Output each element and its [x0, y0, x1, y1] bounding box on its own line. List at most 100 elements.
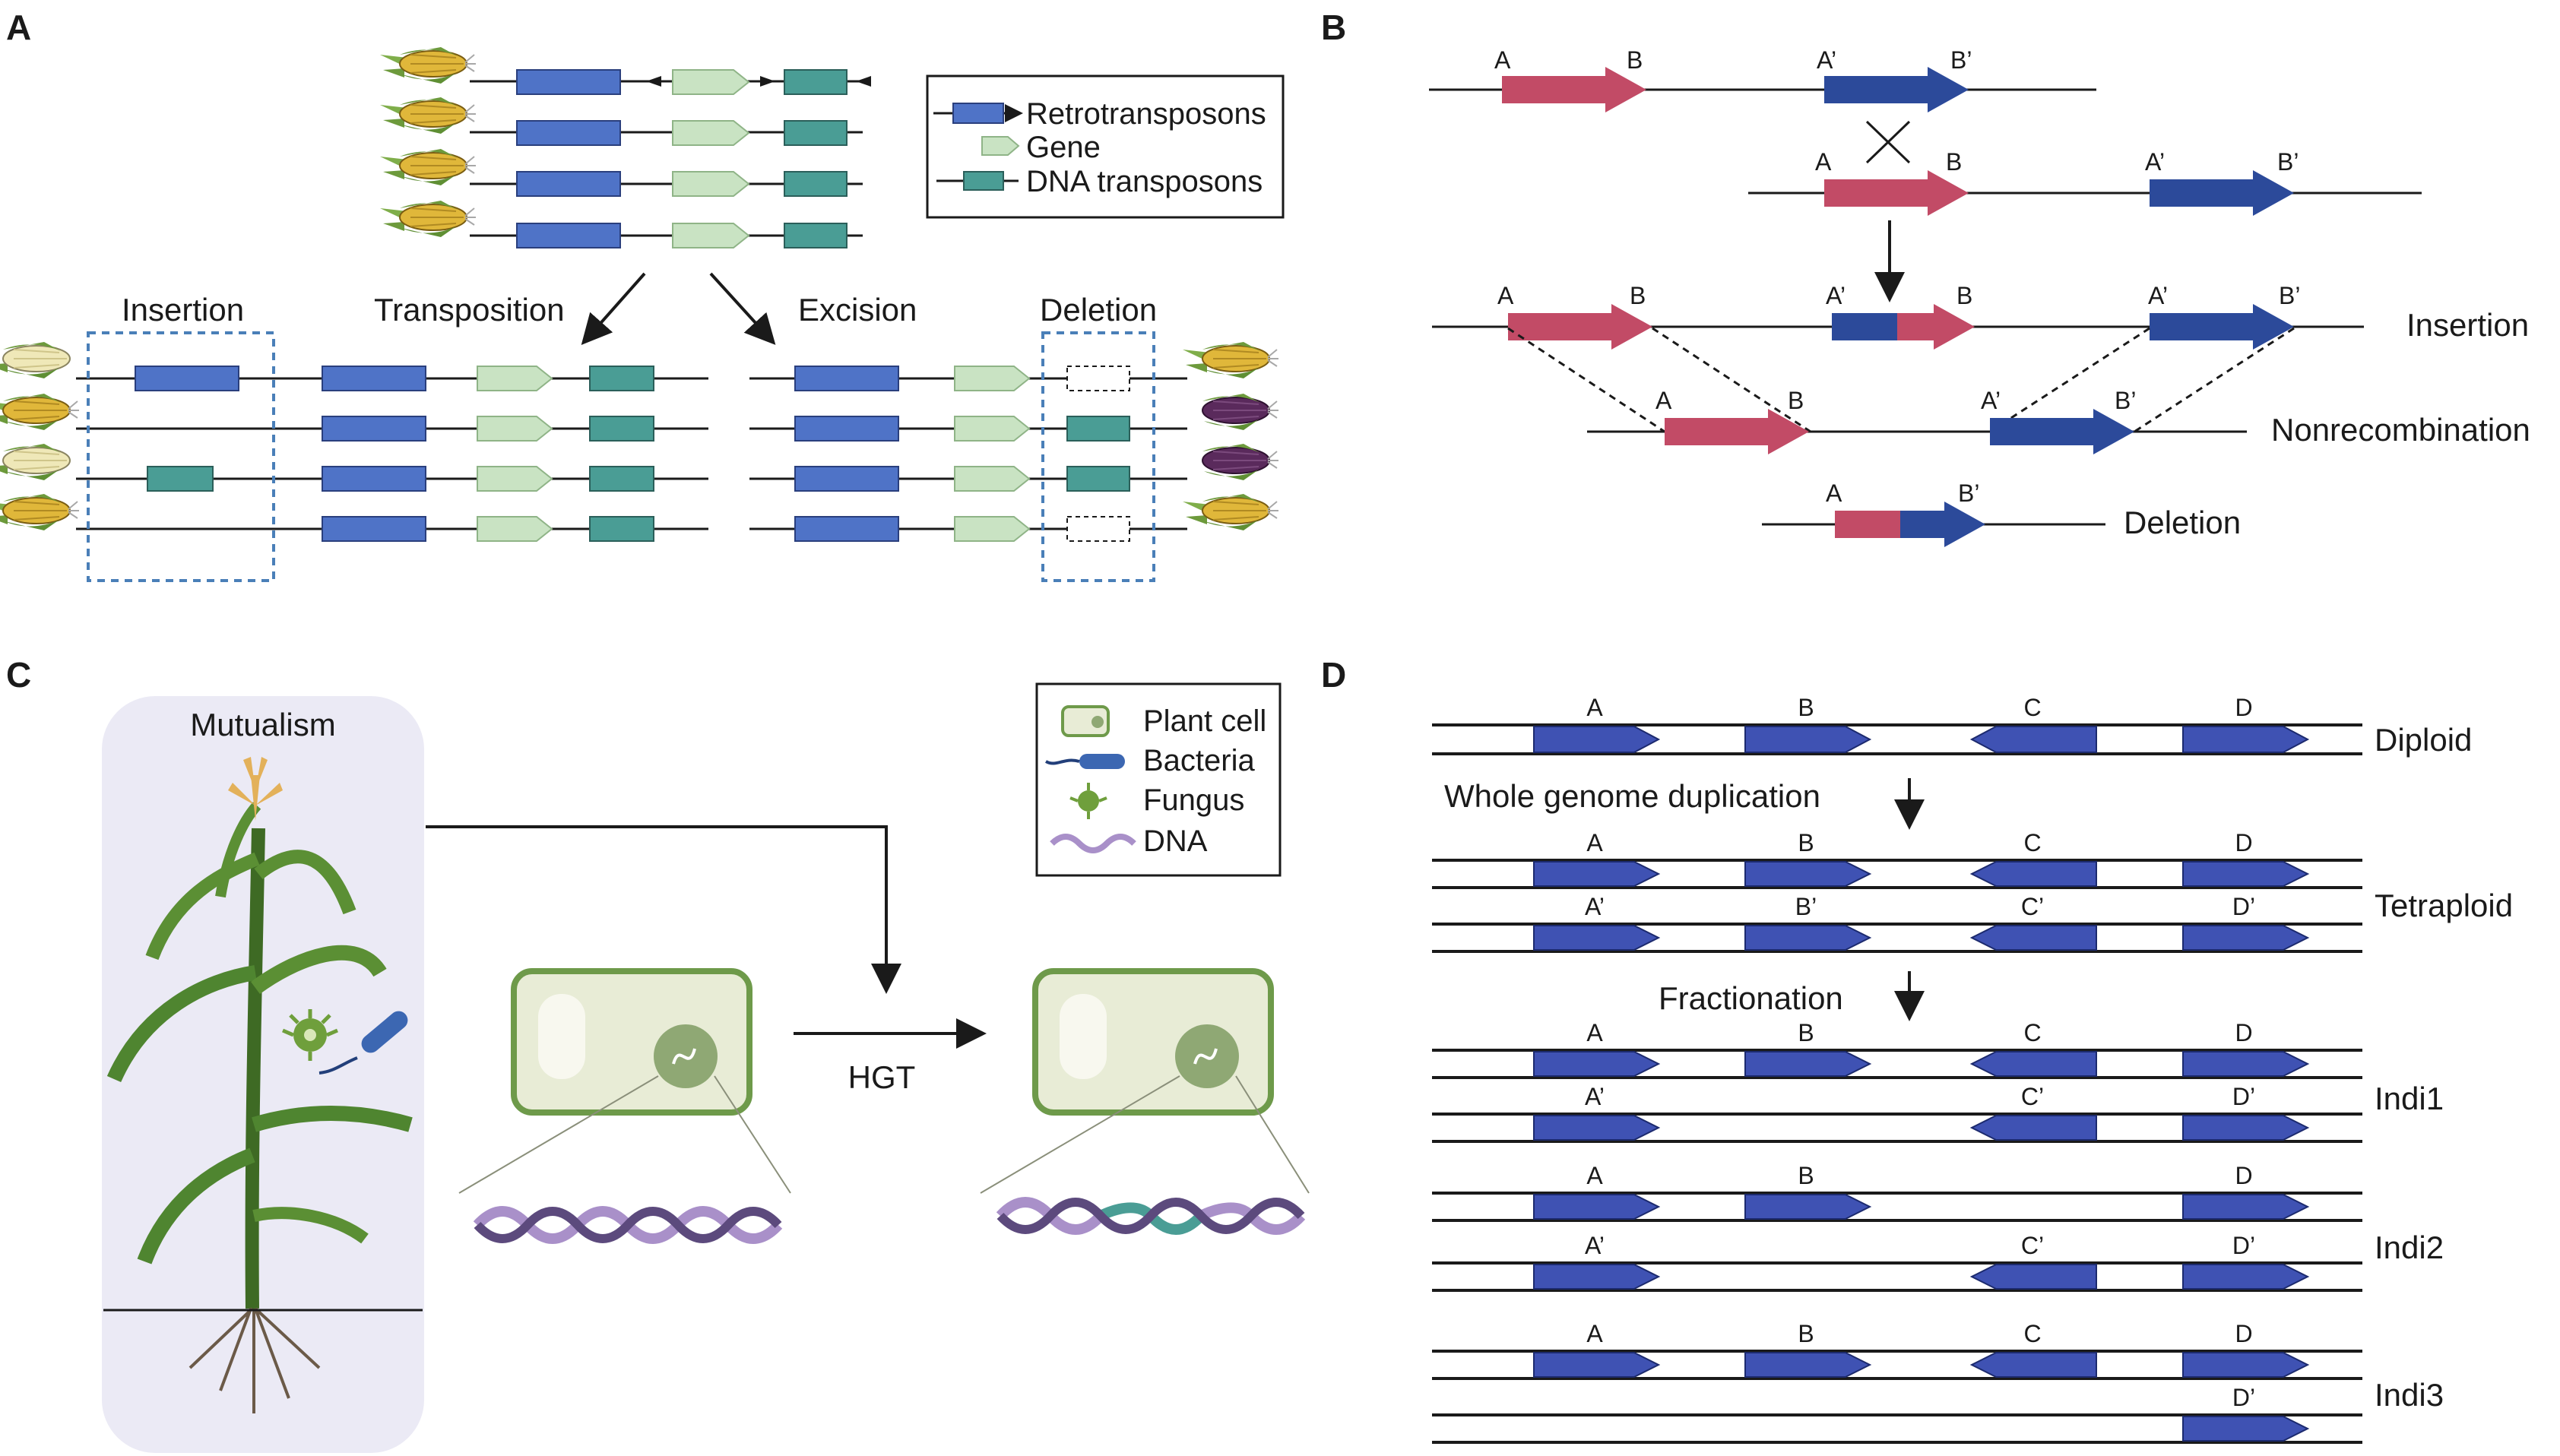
plant-cell-before: [458, 968, 791, 1194]
row-label-indi2: Indi2: [2375, 1230, 2444, 1265]
a-top-row: [379, 200, 863, 248]
gene-block-d: [2182, 861, 2310, 887]
retrotransposon: [516, 223, 621, 248]
legend-gene-label: Gene: [1026, 131, 1101, 164]
legend-bacteria-label: Bacteria: [1143, 744, 1255, 777]
gene-block-b: [1744, 861, 1872, 887]
step-wgd-label: Whole genome duplication: [1444, 778, 1820, 814]
mark-b: B: [1946, 148, 1962, 176]
gene: [477, 416, 553, 442]
gene-label-d-prime: D’: [2232, 893, 2255, 920]
mark-b-prime: B’: [2277, 148, 2299, 176]
legend-retro-label: Retrotransposons: [1026, 97, 1266, 131]
insertion-highlight-box: [87, 331, 275, 582]
hgt-label: HGT: [848, 1059, 916, 1095]
dna-transposon: [589, 466, 654, 492]
panel-b-letter: B: [1321, 8, 1346, 47]
legend-gene-icon: [981, 136, 1020, 156]
dna-transposon: [589, 416, 654, 442]
gene-block-d-prime: [2182, 925, 2310, 951]
gene-label-d-prime: D’: [2232, 1384, 2255, 1411]
retrotransposon: [322, 416, 426, 442]
gene: [477, 366, 553, 391]
gene-label-b-prime: B’: [1795, 893, 1817, 920]
mark-a-prime: A’: [1826, 282, 1846, 309]
mark-a: A: [1815, 148, 1832, 176]
dna-transposon: [1066, 416, 1130, 442]
maize-plant-icon: [103, 757, 423, 1413]
corn-icon: [1202, 443, 1279, 481]
deleted-slot: [1066, 366, 1130, 391]
row-label-indi3: Indi3: [2375, 1377, 2444, 1413]
gene-label-a-prime: A’: [1585, 1083, 1605, 1110]
step-fractionation-label: Fractionation: [1659, 980, 1843, 1016]
gene-label-b: B: [1798, 694, 1814, 721]
row-label-tetraploid: Tetraploid: [2375, 888, 2513, 923]
panel-c: C Mutualism: [6, 655, 1310, 1453]
dna-transposon: [784, 120, 848, 146]
segment-red-part: [1835, 511, 1900, 538]
label-insertion: Insertion: [122, 292, 244, 328]
plant-cell-after: [980, 968, 1310, 1194]
gene-label-a: A: [1586, 694, 1603, 721]
legend-dna-icon: [963, 171, 1004, 191]
gene-label-d-prime: D’: [2232, 1083, 2255, 1110]
dna-transposon: [784, 223, 848, 248]
a-legend: Retrotransposons Gene DNA transposons: [926, 74, 1285, 219]
gene-label-c: C: [2023, 1019, 2041, 1046]
gene-block-b: [1744, 1194, 1872, 1220]
segment-a-b-prime: [1990, 409, 2134, 454]
legend-dna-label: DNA: [1143, 825, 1208, 858]
gene-label-b: B: [1798, 1019, 1814, 1046]
gene-label-c: C: [2023, 1320, 2041, 1347]
inserted-dna-transposon: [147, 466, 214, 492]
segment-blue-part: [1900, 502, 1985, 547]
gene: [954, 466, 1031, 492]
mark-b: B: [1630, 282, 1646, 309]
d-labels: Whole genome duplication Fractionation D…: [1444, 722, 2513, 1413]
mark-a-prime: A’: [2145, 148, 2165, 176]
gene-label-b: B: [1798, 1320, 1814, 1347]
gene-label-b: B: [1798, 829, 1814, 856]
corn-icon: [0, 341, 71, 379]
dna-transposon: [589, 516, 654, 542]
gene: [954, 516, 1031, 542]
legend-plant-cell-icon: [1061, 705, 1110, 737]
crossover-icon: [1865, 120, 1911, 164]
gene-label-c-prime: C’: [2021, 1083, 2044, 1110]
gene-block-d-prime: [2182, 1416, 2310, 1442]
corn-icon: [0, 393, 80, 431]
gene-block-d: [2182, 726, 2310, 753]
label-deletion: Deletion: [1040, 292, 1157, 328]
gene-block-a-prime: [1533, 1115, 1661, 1141]
gene-label-d: D: [2235, 1320, 2252, 1347]
gene-block-a-prime: [1533, 925, 1661, 951]
retrotransposon: [322, 366, 426, 391]
label-deletion: Deletion: [2124, 505, 2241, 540]
mark-a: A: [1826, 480, 1842, 507]
gene-label-a-prime: A’: [1585, 893, 1605, 920]
arrow-to-transposition: [581, 272, 646, 345]
gene-block-a: [1533, 1051, 1661, 1077]
inserted-retrotransposon: [135, 366, 239, 391]
segment-a-b-prime: [2150, 304, 2294, 350]
corn-icon: [379, 200, 477, 238]
gene-block-d: [2182, 1194, 2310, 1220]
dna-helix-before: [473, 1206, 783, 1244]
panel-d-letter: D: [1321, 655, 1346, 695]
a-top-row: [379, 46, 871, 95]
mutualism-background: [102, 696, 424, 1453]
gene-block-c: [1969, 1051, 2097, 1077]
mark-b-prime: B’: [2115, 387, 2136, 414]
mark-b: B: [1788, 387, 1804, 414]
a-top-rows: [379, 46, 871, 248]
gene-block-c-prime: [1969, 925, 2097, 951]
legend-dna-label: DNA transposons: [1026, 165, 1263, 198]
gene-label-d: D: [2235, 829, 2252, 856]
label-transposition: Transposition: [374, 292, 565, 328]
gene-label-c-prime: C’: [2021, 1232, 2044, 1259]
mark-a: A: [1655, 387, 1672, 414]
